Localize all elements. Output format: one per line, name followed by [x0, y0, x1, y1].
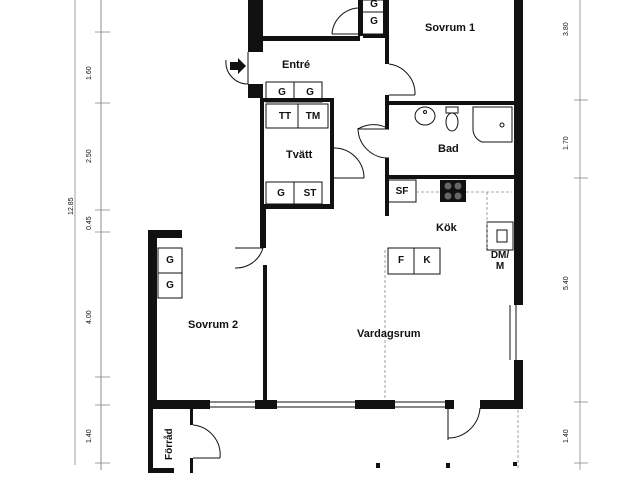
appliance-k: K — [423, 255, 431, 266]
doors — [192, 7, 481, 459]
appliance-g: G — [370, 0, 378, 10]
appliance-g: G — [166, 280, 174, 291]
dimension-left: 2.50 — [86, 149, 93, 163]
appliance-f: F — [397, 255, 405, 266]
dimension-left: 1.40 — [86, 429, 93, 443]
room-label-sovrum-1: Sovrum 1 — [425, 22, 476, 34]
toilet-icon — [445, 106, 459, 132]
dimension-lines — [74, 0, 588, 470]
dimension-total: 12.85 — [68, 197, 75, 215]
appliance-tm: TM — [305, 111, 321, 122]
room-label-tvatt: Tvätt — [286, 149, 313, 161]
dimension-left: 1.60 — [86, 66, 93, 80]
walls — [148, 0, 523, 473]
room-label-sovrum-2: Sovrum 2 — [188, 319, 239, 331]
sink-icon — [414, 106, 436, 126]
stove-icon — [440, 180, 466, 202]
fixture-boxes — [157, 0, 514, 299]
dimension-right: 1.70 — [563, 136, 570, 150]
appliance-g: G — [306, 87, 314, 98]
appliance-g: G — [166, 255, 174, 266]
shower-icon — [472, 106, 513, 143]
dimension-left: 4.00 — [86, 310, 93, 324]
dimension-right: 3.80 — [563, 22, 570, 36]
appliance-tt: TT — [278, 111, 292, 122]
appliance-sf: SF — [395, 186, 409, 197]
appliance-g: G — [370, 16, 378, 27]
room-label-vardagsrum: Vardagsrum — [357, 328, 421, 340]
dimension-left: 0.45 — [86, 216, 93, 230]
room-label-forrad: Förråd — [164, 428, 175, 460]
room-label-bad: Bad — [438, 143, 459, 155]
appliance-dm: DM/ — [490, 250, 510, 261]
room-label-kok: Kök — [436, 222, 457, 234]
appliance-st: ST — [303, 188, 317, 199]
appliance-m: M — [495, 261, 505, 272]
entrance-arrow-icon — [230, 52, 249, 84]
electrical-cabinet-label: ELC — [298, 36, 306, 41]
appliance-g: G — [278, 87, 286, 98]
room-label-entre: Entré — [282, 59, 311, 71]
dimension-right: 1.40 — [563, 429, 570, 443]
dimension-right: 5.40 — [563, 276, 570, 290]
appliance-g: G — [277, 188, 285, 199]
